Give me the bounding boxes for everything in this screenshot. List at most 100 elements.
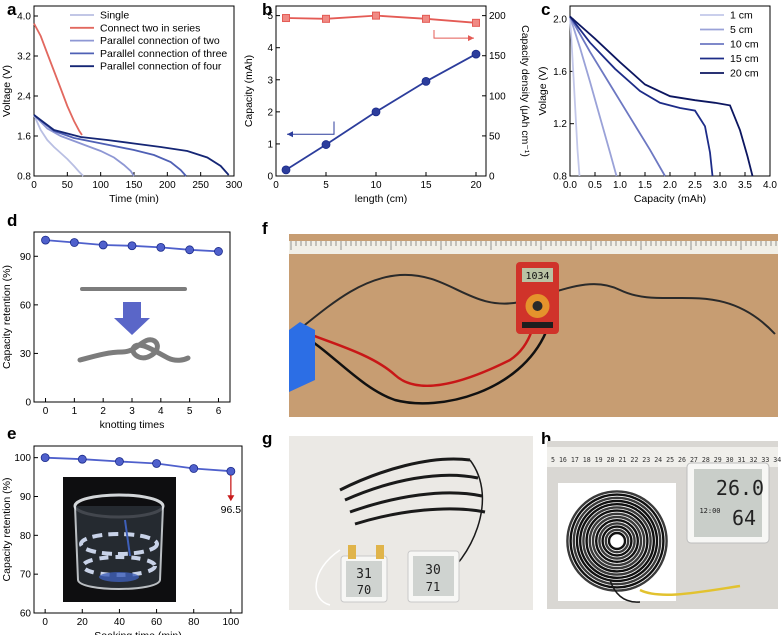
annotation-label: 96.5	[221, 504, 242, 516]
panel-label-b: b	[262, 0, 272, 19]
data-point-d	[156, 242, 166, 252]
panel-label-a: a	[7, 0, 17, 19]
right-axis-indicator-arrow	[433, 30, 474, 39]
legend-entry-c: 20 cm	[730, 68, 759, 80]
straight-fiber-image	[80, 287, 187, 291]
coiled-fiber-hygrometer-photo: 5 16 17 18 19 20 21 22 23 24 25 26 27 28…	[547, 441, 781, 609]
data-point-e	[40, 453, 50, 463]
x-tick-label-e: 100	[223, 617, 240, 628]
x-tick-label-e: 60	[151, 617, 163, 628]
legend-entry-a: Parallel connection of two	[100, 35, 220, 47]
x-axis-label-a: Time (min)	[109, 193, 159, 205]
data-point-e	[189, 464, 199, 473]
y-axis-label-a: Voltage (V)	[1, 65, 13, 117]
series-line-a-0	[33, 114, 84, 177]
y-tick-label-e: 60	[20, 609, 32, 620]
coil-ring	[569, 493, 665, 589]
series-line-e-0	[45, 456, 231, 473]
coil-ring	[566, 490, 668, 592]
series-line-b-0	[285, 53, 477, 171]
series-line-c-2	[569, 16, 666, 177]
series-line-c-3	[569, 15, 714, 177]
y-tick-label-a: 0.8	[17, 172, 31, 183]
series-line-a-2	[33, 114, 135, 177]
coil-ring	[572, 496, 662, 586]
y-right-tick-label-b: 200	[489, 11, 506, 22]
soaking-beaker-photo	[63, 477, 176, 602]
x-tick-label-a: 300	[226, 180, 243, 191]
legend-entry-a: Parallel connection of four	[100, 61, 222, 73]
data-point-e	[226, 466, 236, 476]
data-point-d	[98, 240, 108, 250]
knot-illustration	[77, 287, 191, 363]
right-axis-arrowhead	[468, 35, 474, 42]
y-tick-label-e: 90	[20, 492, 32, 503]
x-tick-label-d: 0	[43, 406, 49, 417]
x-tick-label-a: 0	[31, 180, 37, 191]
y-right-tick-label-b: 0	[489, 172, 495, 183]
x-tick-label-c: 0.0	[563, 180, 577, 191]
coil-ring	[579, 503, 656, 580]
y-right-tick-label-b: 50	[489, 131, 501, 142]
x-tick-label-e: 40	[114, 617, 126, 628]
data-point-b	[371, 107, 381, 117]
y-tick-label-b: 4	[267, 43, 273, 54]
x-tick-label-c: 3.5	[738, 180, 752, 191]
panel-label-h: h	[541, 429, 551, 448]
data-point-d	[69, 238, 79, 247]
ruler-h-image	[547, 447, 778, 467]
legend-entry-a: Connect two in series	[100, 22, 200, 34]
data-point-b	[322, 14, 330, 23]
coil-ring	[601, 525, 633, 557]
data-point-e	[77, 454, 87, 464]
x-axis-label-d: knotting times	[100, 419, 165, 431]
y-tick-label-c: 0.8	[553, 172, 567, 183]
coil-ring	[598, 522, 636, 560]
x-tick-label-a: 100	[92, 180, 109, 191]
coil-ring	[582, 506, 652, 576]
x-tick-label-e: 80	[188, 617, 200, 628]
coil-ring	[591, 515, 643, 567]
data-point-b	[422, 14, 430, 23]
x-tick-label-c: 1.0	[613, 180, 627, 191]
panel-label-f: f	[262, 219, 268, 238]
data-point-b	[321, 140, 331, 149]
x-tick-label-d: 6	[216, 406, 222, 417]
y-tick-label-c: 1.6	[553, 67, 567, 78]
legend-entry-c: 15 cm	[730, 53, 759, 65]
legend-entry-c: 1 cm	[730, 10, 753, 22]
hygrometer-left-temp: 31	[356, 567, 372, 582]
x-tick-label-d: 4	[158, 406, 164, 417]
down-arrow-icon	[114, 302, 150, 335]
y-axis-label-c: Volage (V)	[537, 66, 549, 115]
series-line-c-1	[569, 16, 618, 177]
series-line-c-4	[569, 15, 754, 177]
y-right-tick-label-b: 150	[489, 51, 506, 62]
data-point-b	[281, 165, 291, 175]
coil-ring	[585, 509, 649, 573]
data-point-d	[41, 235, 50, 245]
data-point-b	[282, 14, 290, 23]
y-tick-label-d: 60	[20, 300, 32, 311]
series-line-a-3	[33, 114, 187, 177]
ruler-h-numbers: 5 16 17 18 19 20 21 22 23 24 25 26 27 28…	[551, 456, 781, 464]
x-tick-label-b: 15	[420, 180, 432, 191]
x-tick-label-e: 0	[42, 617, 48, 628]
multimeter-reading: 1034	[525, 271, 549, 282]
series-line-a-4	[33, 114, 230, 176]
series-line-b-1	[285, 14, 477, 24]
x-tick-label-a: 50	[62, 180, 74, 191]
panel-label-c: c	[541, 0, 550, 19]
x-tick-label-e: 20	[77, 617, 89, 628]
coil-center	[611, 535, 623, 547]
x-tick-label-a: 200	[159, 180, 176, 191]
x-tick-label-b: 5	[323, 180, 329, 191]
y-tick-label-d: 0	[25, 398, 31, 409]
glove-hand-image	[289, 322, 315, 392]
y-axis-label-d: Capacity retention (%)	[1, 265, 13, 369]
y-tick-label-d: 90	[20, 252, 32, 263]
x-axis-label-e: Soaking time (min)	[94, 630, 182, 635]
